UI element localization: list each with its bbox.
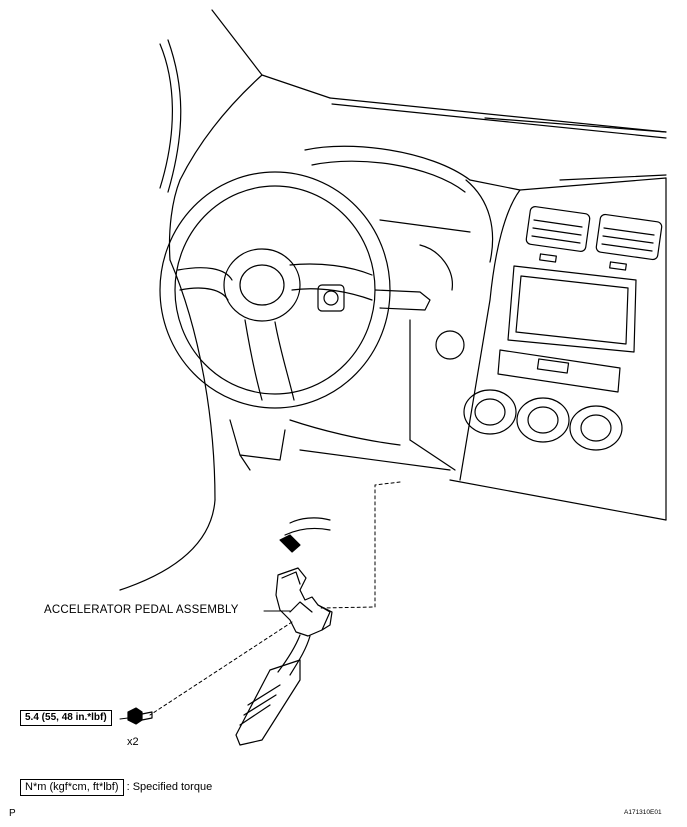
center-console <box>449 174 667 521</box>
torque-leader <box>119 717 129 720</box>
bolt-icon <box>127 707 153 725</box>
bolt-quantity: x2 <box>127 736 139 748</box>
legend-units-box: N*m (kgf*cm, ft*lbf) <box>20 779 124 796</box>
steering-wheel <box>159 171 391 409</box>
dashboard-top <box>168 74 667 291</box>
center-display <box>507 265 637 353</box>
air-vents <box>525 206 663 271</box>
torque-spec-box: 5.4 (55, 48 in.*lbf) <box>20 710 112 726</box>
control-strip <box>497 349 621 393</box>
lower-dash <box>119 259 465 591</box>
corner-mark: P <box>9 808 16 819</box>
part-name-label: ACCELERATOR PEDAL ASSEMBLY <box>44 604 239 616</box>
windshield-pillar <box>159 9 667 193</box>
legend-text: : Specified torque <box>126 781 213 793</box>
figure-code: A171310E01 <box>624 809 662 816</box>
hvac-knobs <box>463 389 623 451</box>
steering-column <box>229 289 431 471</box>
pedal-connector <box>279 517 331 553</box>
leader-line-bolt <box>149 621 293 716</box>
accelerator-pedal <box>235 567 333 746</box>
torque-legend: N*m (kgf*cm, ft*lbf) : Specified torque <box>20 779 212 796</box>
leader-line-dash <box>319 481 401 609</box>
